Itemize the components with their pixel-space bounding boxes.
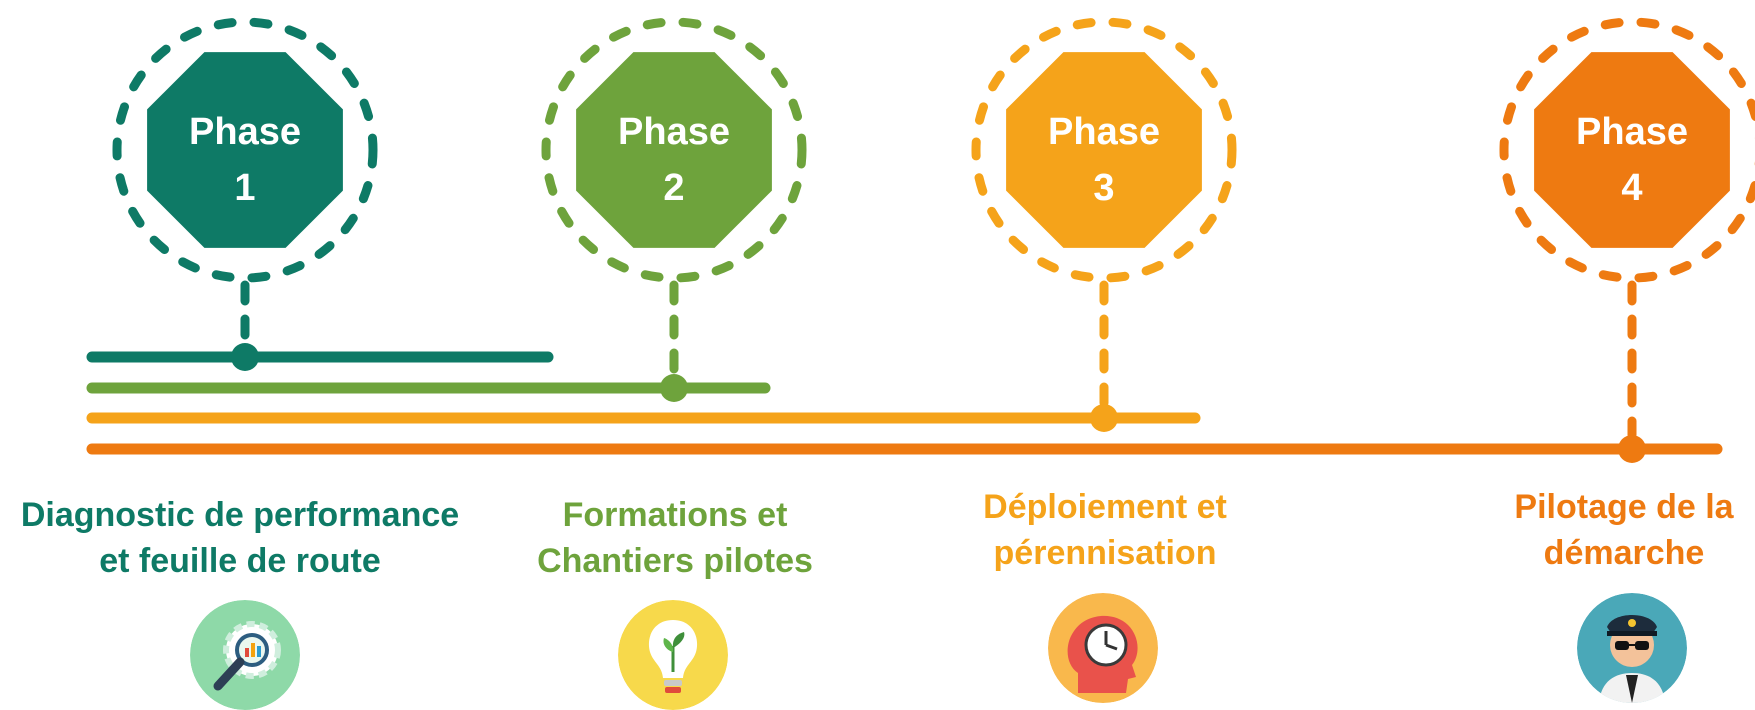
phase-3-number: 3 <box>1093 167 1114 209</box>
octagon-phase-1 <box>147 52 343 248</box>
phase-3-title: Déploiement et pérennisation <box>930 484 1280 576</box>
phase-2-title-line1: Formations et <box>562 496 788 534</box>
phase-3-title-line2: pérennisation <box>993 534 1217 572</box>
phase-1-title-line2: et feuille de route <box>99 542 381 580</box>
phase-4-number: 4 <box>1621 167 1642 209</box>
head-clock-icon <box>1048 593 1158 703</box>
octagon-phase-4 <box>1534 52 1730 248</box>
dashed-ring-phase-2 <box>541 17 807 283</box>
phase-2-number: 2 <box>663 167 684 209</box>
lightbulb-plant-icon <box>618 600 728 710</box>
timeline-node-phase-2 <box>660 374 688 402</box>
dashed-ring-phase-3 <box>971 17 1237 283</box>
pilot-icon <box>1577 593 1687 703</box>
phase-2-title: Formations et Chantiers pilotes <box>505 492 845 584</box>
phase-2-label: Phase <box>618 111 730 153</box>
timeline-node-phase-1 <box>231 343 259 371</box>
timeline-node-phase-4 <box>1618 435 1646 463</box>
octagon-phase-2 <box>576 52 772 248</box>
phase-4-label: Phase <box>1576 111 1688 153</box>
phase-4-title-line1: Pilotage de la <box>1514 488 1734 526</box>
phase-3-label: Phase <box>1048 111 1160 153</box>
phase-1-title-line1: Diagnostic de performance <box>20 496 460 534</box>
octagon-phase-3 <box>1006 52 1202 248</box>
phase-2-title-line2: Chantiers pilotes <box>537 542 813 580</box>
phase-3-title-line1: Déploiement et <box>983 488 1227 526</box>
phase-1-label: Phase <box>189 111 301 153</box>
phase-1-number: 1 <box>234 167 255 209</box>
phase-4-title-line2: démarche <box>1543 534 1705 572</box>
magnifier-gear-icon <box>190 600 300 710</box>
dashed-ring-phase-1 <box>112 17 378 283</box>
phase-1-title: Diagnostic de performance et feuille de … <box>5 492 475 584</box>
timeline-node-phase-3 <box>1090 404 1118 432</box>
dashed-ring-phase-4 <box>1499 17 1755 283</box>
phase-4-title: Pilotage de la démarche <box>1495 484 1753 576</box>
